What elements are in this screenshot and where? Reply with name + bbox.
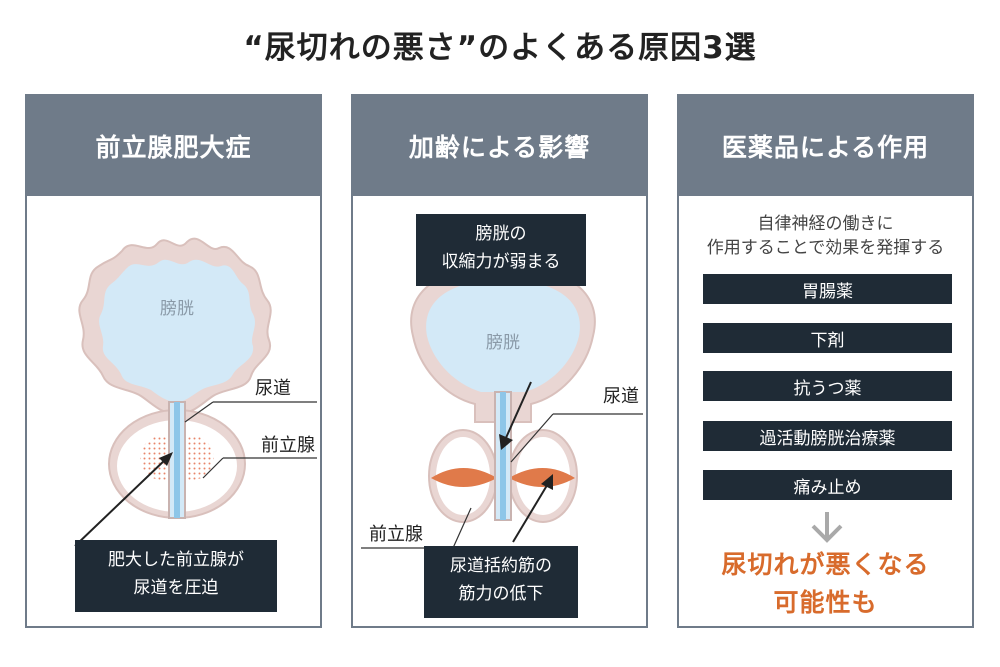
panel-heading-bph: 前立腺肥大症	[27, 96, 320, 196]
drug-item-oab: 過活動膀胱治療薬	[703, 421, 952, 451]
bladder-label: 膀胱	[160, 299, 194, 319]
arrow-head-icon	[541, 474, 553, 490]
drug-item-painkiller: 痛み止め	[703, 470, 952, 500]
arrow-head-icon	[499, 434, 513, 450]
arrow-head-icon	[159, 452, 173, 466]
drug-item-laxative: 下剤	[703, 323, 952, 353]
callout-bph: 肥大した前立腺が 尿道を圧迫	[75, 540, 277, 612]
drug-item-antidepressant: 抗うつ薬	[703, 371, 952, 401]
page-title: “尿切れの悪さ”のよくある原因3選	[243, 30, 757, 66]
panel-medication: 医薬品による作用 自律神経の働きに 作用することで効果を発揮する 胃腸薬 下剤 …	[677, 94, 974, 628]
panel-heading-medication: 医薬品による作用	[679, 96, 972, 196]
prostate-label: 前立腺	[261, 435, 315, 456]
down-arrow-icon	[811, 512, 843, 543]
callout-bladder: 膀胱の 収縮力が弱まる	[416, 214, 586, 286]
panel-aging: 加齢による影響 膀胱 尿道 前立腺 膀胱の 収縮力が弱まる 尿道括約筋の	[351, 94, 648, 628]
panel-bph: 前立腺肥大症 膀胱 尿道 前立腺 肥大した前立腺が 尿道を圧迫	[25, 94, 322, 628]
bladder-interior	[99, 259, 255, 402]
prostate-label: 前立腺	[369, 524, 423, 545]
bladder-label: 膀胱	[486, 333, 520, 353]
urethra-channel	[500, 392, 506, 520]
medication-description: 自律神経の働きに 作用することで効果を発揮する	[706, 214, 945, 258]
bladder-interior	[426, 280, 580, 392]
urethra-label: 尿道	[603, 386, 639, 407]
sphincter-right	[509, 468, 575, 487]
callout-sphincter: 尿道括約筋の 筋力の低下	[424, 546, 578, 618]
sphincter-left	[431, 468, 497, 487]
panel-heading-aging: 加齢による影響	[353, 96, 646, 196]
aging-illustration: 膀胱 尿道 前立腺	[361, 264, 643, 549]
drug-item-gastro: 胃腸薬	[703, 274, 952, 304]
urethra-label: 尿道	[255, 378, 291, 399]
urethra-channel	[174, 402, 180, 518]
medication-result: 尿切れが悪くなる 可能性も	[721, 550, 930, 617]
bph-illustration: 膀胱 尿道 前立腺	[74, 237, 317, 547]
